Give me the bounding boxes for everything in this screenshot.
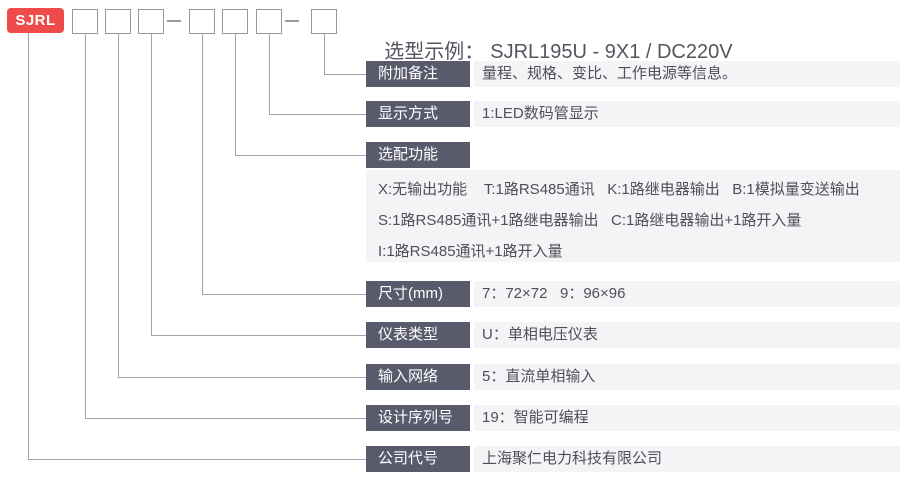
row-value-dimensions: 7：72×72 9：96×96 [474, 281, 900, 307]
selection-example-value: SJRL195U - 9X1 / DC220V [490, 41, 733, 63]
row-label-input-network: 输入网络 [366, 364, 470, 390]
connector-vline-company-code [28, 33, 29, 459]
row-value-company-code: 上海聚仁电力科技有限公司 [474, 446, 900, 472]
connector-hline-display-mode [269, 114, 366, 115]
connector-hline-design-series [85, 418, 366, 419]
model-code-box-4 [189, 9, 215, 34]
connector-vline-optional-functions [235, 34, 236, 155]
code-separator-dash-2 [285, 20, 299, 22]
model-code-box-6 [256, 9, 282, 34]
row-value-display-mode: 1:LED数码管显示 [474, 101, 900, 127]
model-code-box-7 [311, 9, 337, 34]
row-label-design-series: 设计序列号 [366, 405, 470, 431]
connector-hline-additional-notes [324, 74, 366, 75]
connector-vline-additional-notes [324, 34, 325, 74]
row-value-input-network: 5：直流单相输入 [474, 364, 900, 390]
connector-vline-display-mode [269, 34, 270, 114]
connector-hline-dimensions [202, 294, 366, 295]
selection-example-label: 选型示例： [384, 41, 485, 63]
row-label-company-code: 公司代号 [366, 446, 470, 472]
optional-functions-line-3: I:1路RS485通讯+1路开入量 [378, 243, 563, 260]
connector-vline-dimensions [202, 34, 203, 294]
connector-hline-meter-type [151, 335, 366, 336]
model-code-box-2 [105, 9, 131, 34]
row-label-optional-functions: 选配功能 [366, 142, 470, 168]
model-code-box-1 [72, 9, 98, 34]
row-label-dimensions: 尺寸(mm) [366, 281, 470, 307]
optional-functions-line-1: X:无输出功能 T:1路RS485通讯 K:1路继电器输出 B:1模拟量变送输出 [378, 181, 860, 198]
optional-functions-line-2: S:1路RS485通讯+1路继电器输出 C:1路继电器输出+1路开入量 [378, 212, 802, 229]
model-code-box-3 [138, 9, 164, 34]
row-label-display-mode: 显示方式 [366, 101, 470, 127]
connector-vline-design-series [85, 34, 86, 418]
optional-functions-panel: X:无输出功能 T:1路RS485通讯 K:1路继电器输出 B:1模拟量变送输出… [366, 170, 900, 262]
connector-hline-optional-functions [235, 155, 366, 156]
connector-vline-input-network [118, 34, 119, 377]
row-value-meter-type: U：单相电压仪表 [474, 322, 900, 348]
connector-hline-company-code [28, 459, 366, 460]
connector-hline-input-network [118, 377, 366, 378]
brand-code-chip: SJRL [7, 8, 64, 33]
row-label-additional-notes: 附加备注 [366, 61, 470, 87]
row-value-additional-notes: 量程、规格、变比、工作电源等信息。 [474, 61, 900, 87]
selection-example: 选型示例：SJRL195U - 9X1 / DC220V [362, 10, 732, 63]
code-separator-dash-1 [167, 20, 181, 22]
model-code-box-5 [222, 9, 248, 34]
connector-vline-meter-type [151, 34, 152, 335]
row-value-design-series: 19：智能可编程 [474, 405, 900, 431]
row-label-meter-type: 仪表类型 [366, 322, 470, 348]
